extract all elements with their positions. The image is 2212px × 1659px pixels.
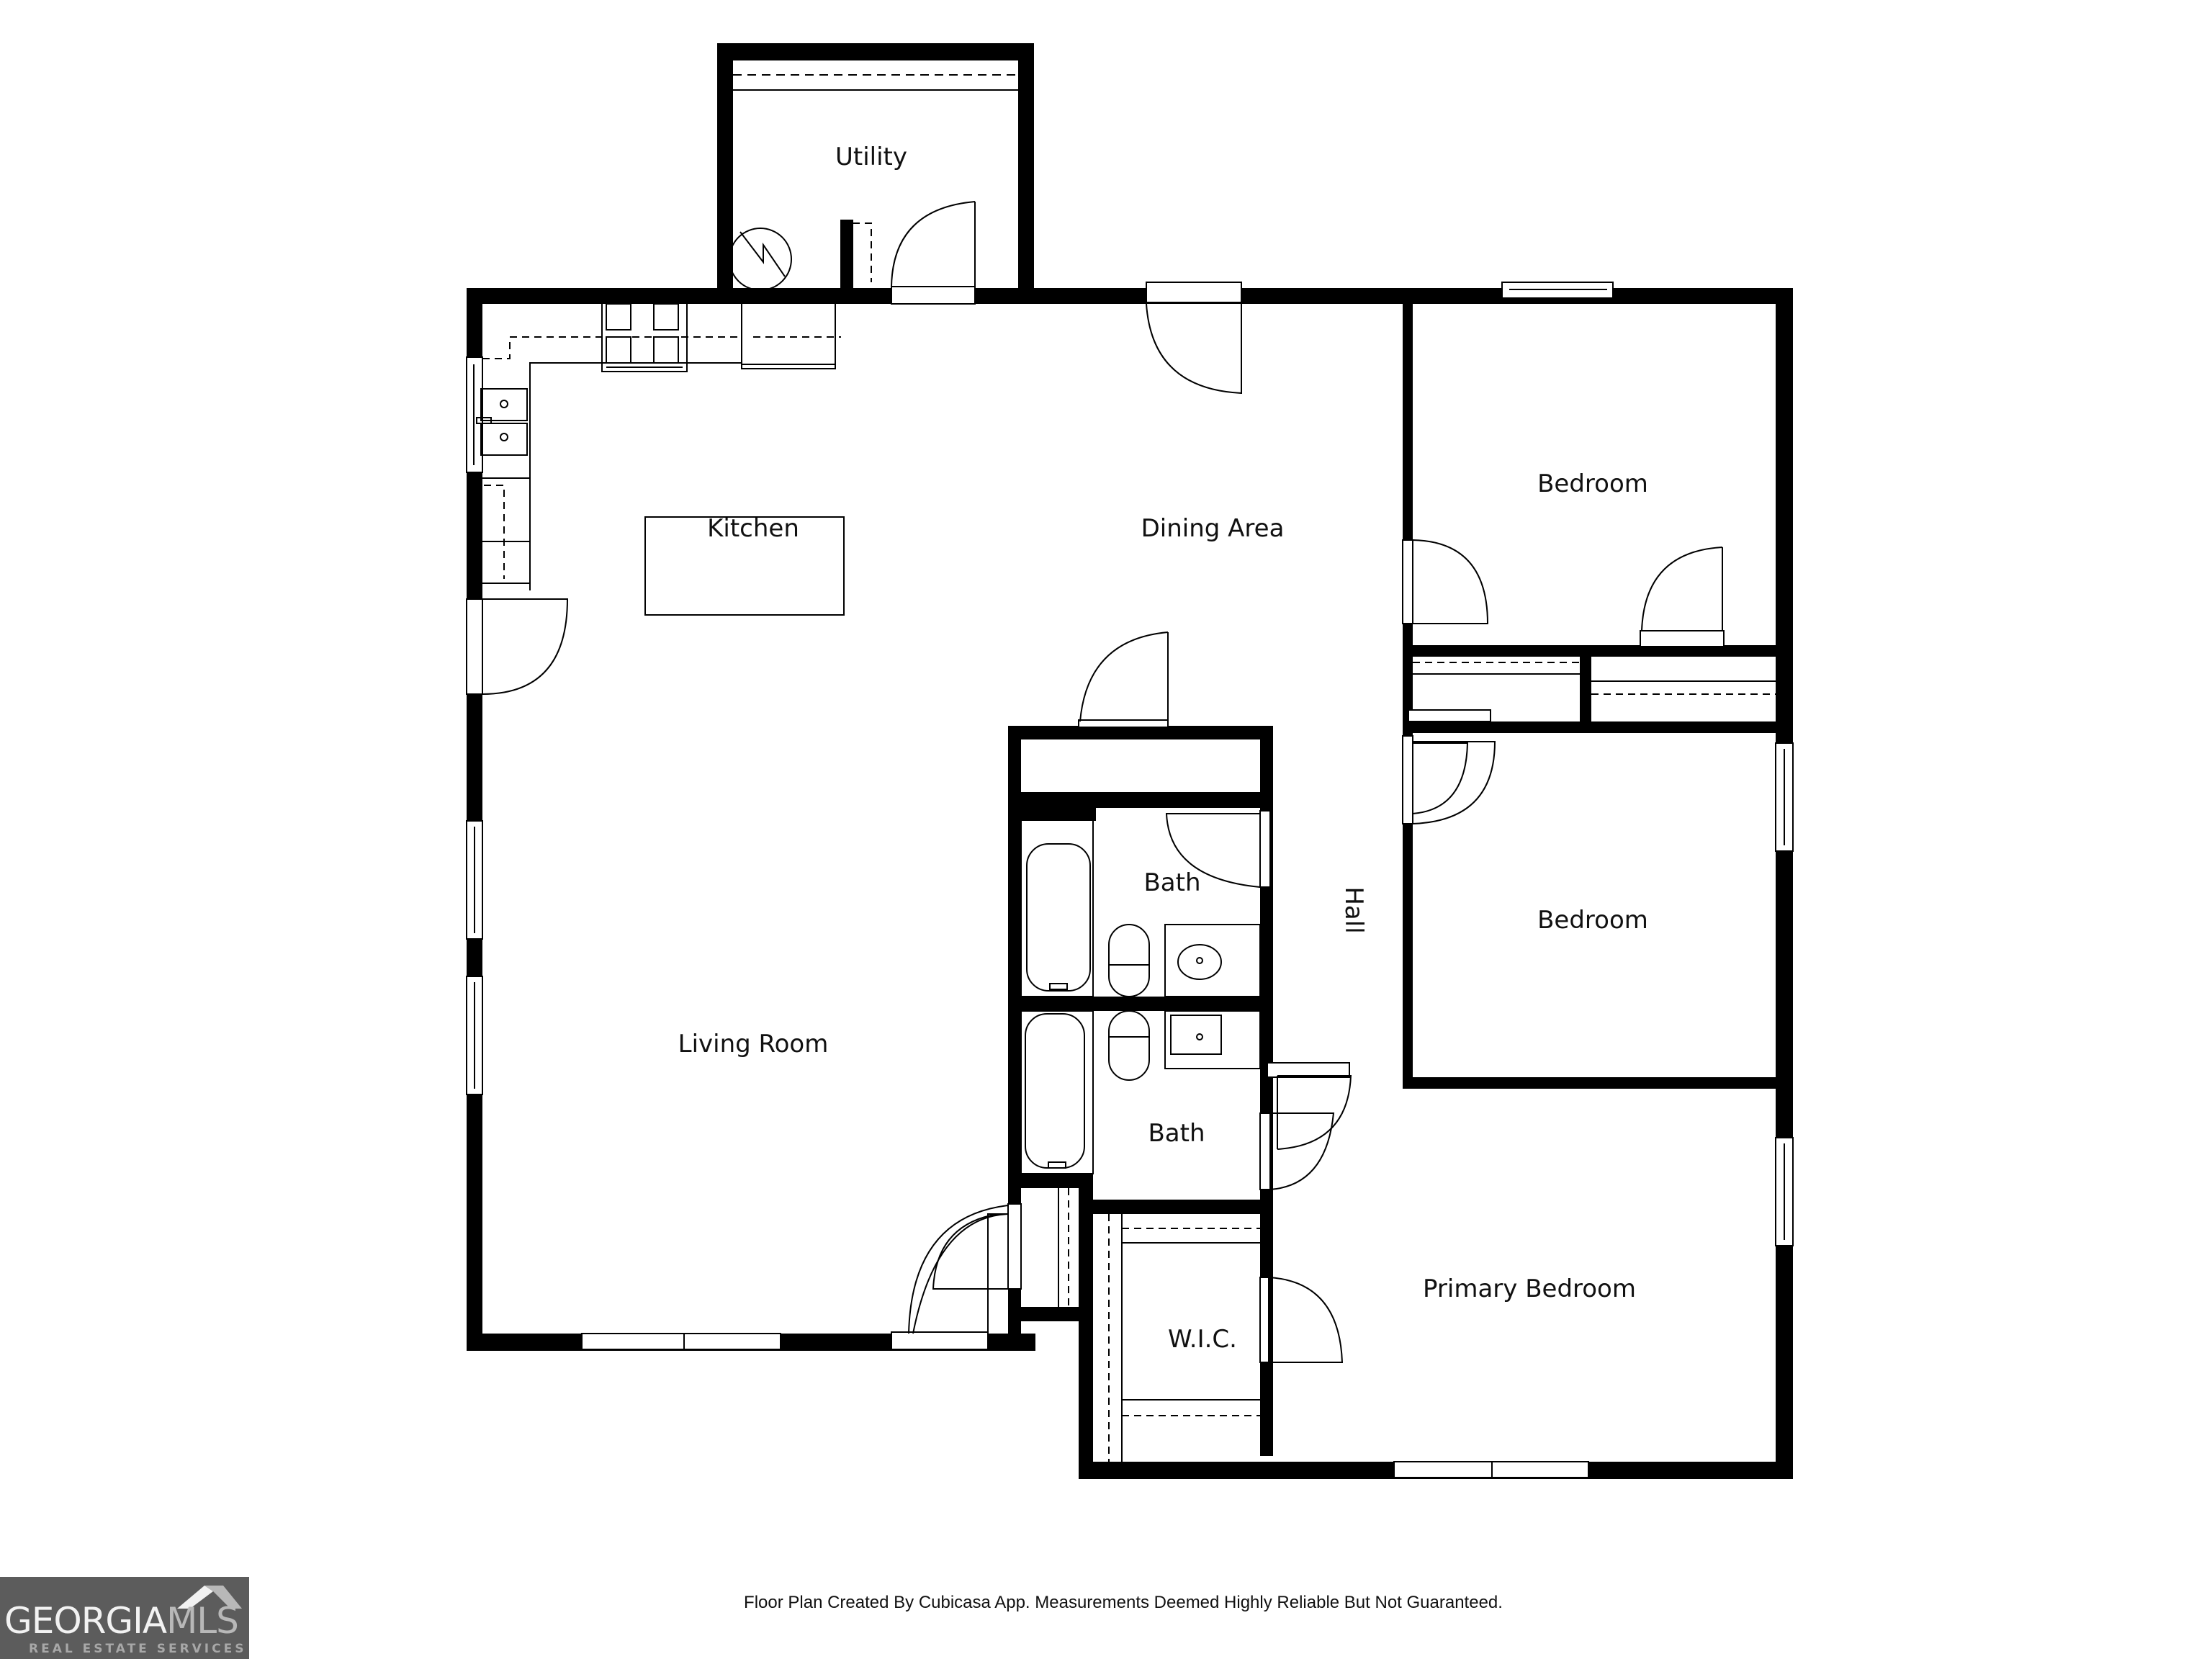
logo-text-mls: MLS: [166, 1600, 239, 1642]
room-label-primary-bedroom: Primary Bedroom: [1423, 1274, 1636, 1303]
room-label-hall: Hall: [1339, 886, 1368, 934]
walls: [467, 43, 1793, 1479]
disclaimer-note: Floor Plan Created By Cubicasa App. Meas…: [744, 1593, 1503, 1612]
room-label-living-room: Living Room: [678, 1030, 829, 1058]
room-label-bedroom-2: Bedroom: [1537, 906, 1648, 935]
room-label-bath-1: Bath: [1143, 868, 1201, 897]
room-label-kitchen: Kitchen: [707, 514, 799, 543]
georgia-mls-logo: GEORGIAMLS REAL ESTATE SERVICES: [0, 1577, 249, 1659]
logo-tagline: REAL ESTATE SERVICES: [29, 1642, 247, 1656]
room-label-bedroom-1: Bedroom: [1537, 469, 1648, 498]
fixtures: [476, 74, 1776, 1462]
room-label-dining-area: Dining Area: [1141, 514, 1285, 543]
roof-icon: [177, 1586, 242, 1609]
room-label-bath-2: Bath: [1148, 1119, 1205, 1148]
logo-wordmark: GEORGIAMLS: [4, 1600, 239, 1642]
door-swings: [482, 201, 1723, 1363]
openings: [466, 282, 1794, 1478]
room-label-wic: W.I.C.: [1168, 1325, 1237, 1354]
logo-text-georgia: GEORGIA: [4, 1600, 167, 1642]
room-label-utility: Utility: [835, 143, 908, 171]
